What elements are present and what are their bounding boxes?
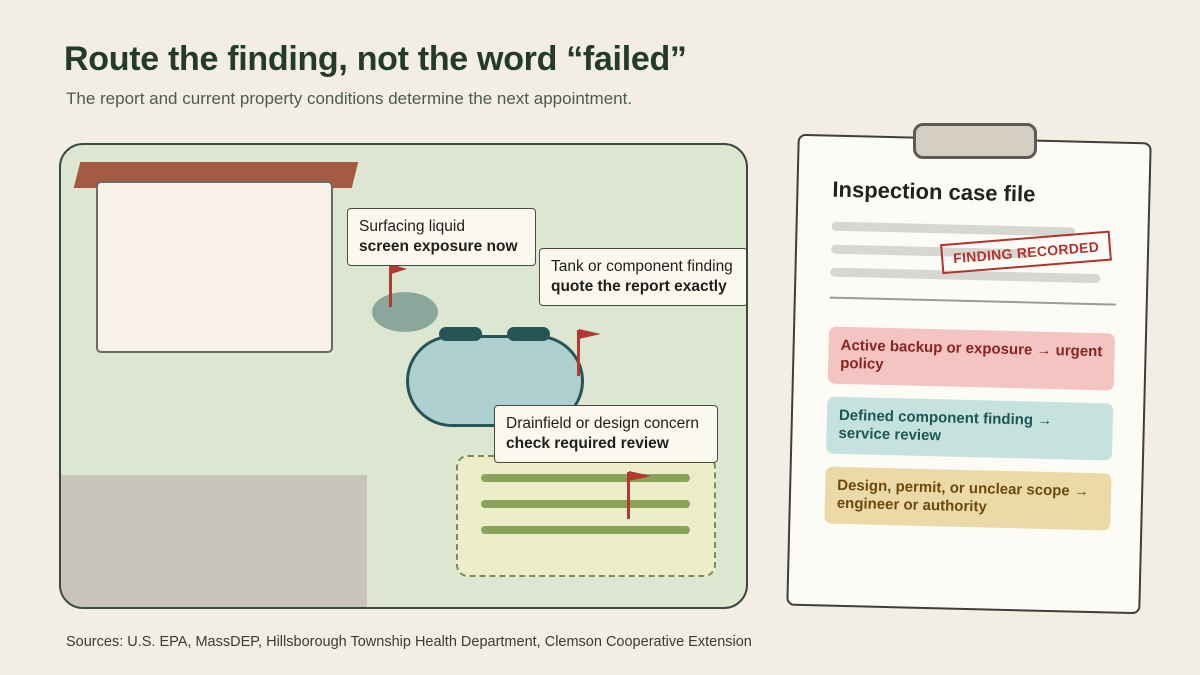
- tank-lid: [507, 327, 550, 341]
- tank-flag-pole: [577, 330, 580, 376]
- divider: [829, 296, 1116, 306]
- inspection-case-file-clipboard: Inspection case file FINDING RECORDED Ac…: [786, 133, 1152, 615]
- property-site-plan: Surfacing liquid screen exposure now Tan…: [59, 143, 748, 609]
- surfacing-flag-icon: [391, 264, 407, 274]
- route-service-review: Defined component finding → service revi…: [826, 396, 1114, 461]
- surfacing-liquid-puddle: [372, 292, 438, 332]
- callout-drainfield-concern: Drainfield or design concern check requi…: [494, 405, 718, 463]
- page-title: Route the finding, not the word “failed”: [64, 40, 687, 78]
- sources-footnote: Sources: U.S. EPA, MassDEP, Hillsborough…: [66, 634, 752, 650]
- drain-line: [481, 474, 690, 482]
- route-engineer-authority: Design, permit, or unclear scope → engin…: [824, 466, 1112, 531]
- finding-recorded-stamp: FINDING RECORDED: [940, 230, 1113, 275]
- tank-lid: [439, 327, 482, 341]
- page-subtitle: The report and current property conditio…: [66, 89, 633, 108]
- callout-tank-finding: Tank or component finding quote the repo…: [539, 248, 746, 306]
- callout-label: Surfacing liquid: [359, 218, 465, 235]
- text-placeholder-line: [831, 221, 1076, 237]
- drain-line: [481, 500, 690, 508]
- clipboard-clip: [913, 123, 1037, 159]
- tank-flag-icon: [579, 329, 601, 339]
- callout-surfacing-liquid: Surfacing liquid screen exposure now: [347, 208, 536, 266]
- callout-action: quote the report exactly: [551, 278, 727, 295]
- callout-action: check required review: [506, 435, 669, 452]
- drainfield-flag-pole: [627, 472, 630, 519]
- route-urgent: Active backup or exposure → urgent polic…: [827, 326, 1116, 391]
- drainfield-flag-icon: [629, 471, 651, 481]
- callout-label: Drainfield or design concern: [506, 415, 699, 432]
- callout-action: screen exposure now: [359, 238, 518, 255]
- driveway: [61, 475, 367, 607]
- surfacing-flag-pole: [389, 265, 392, 307]
- callout-label: Tank or component finding: [551, 258, 733, 275]
- drain-line: [481, 526, 690, 534]
- house: [96, 181, 333, 353]
- case-file-title: Inspection case file: [832, 176, 1036, 207]
